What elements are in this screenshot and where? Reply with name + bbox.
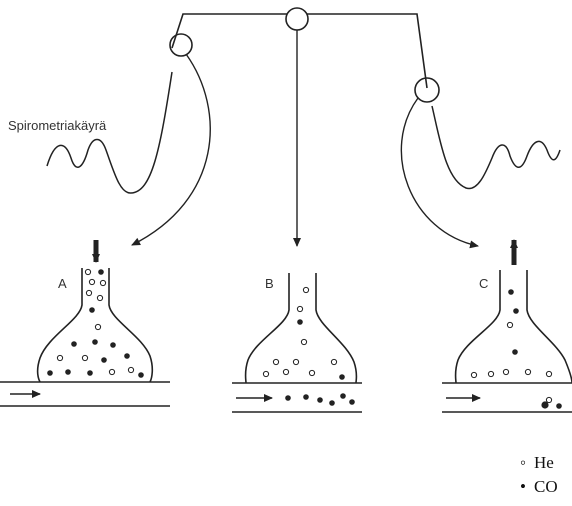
curve-label: Spirometriakäyrä	[8, 118, 107, 133]
arrow-to-c	[401, 98, 478, 246]
filled-circle-icon: •	[520, 477, 534, 497]
panel-label-a: A	[58, 276, 67, 291]
vessel-b	[232, 273, 362, 412]
legend-item-he: ◦He	[520, 453, 554, 473]
vessel-a	[0, 240, 170, 406]
panel-label-c: C	[479, 276, 488, 291]
sensor-circle-middle	[286, 8, 308, 30]
legend-item-co: •CO	[520, 477, 558, 497]
spirometry-curve-right	[432, 106, 560, 189]
legend-label-he: He	[534, 453, 554, 472]
open-circle-icon: ◦	[520, 453, 534, 473]
sensor-circle-right	[415, 78, 439, 102]
legend-label-co: CO	[534, 477, 558, 496]
arrow-to-a	[132, 54, 210, 245]
panel-label-b: B	[265, 276, 274, 291]
vessel-c	[442, 240, 572, 412]
